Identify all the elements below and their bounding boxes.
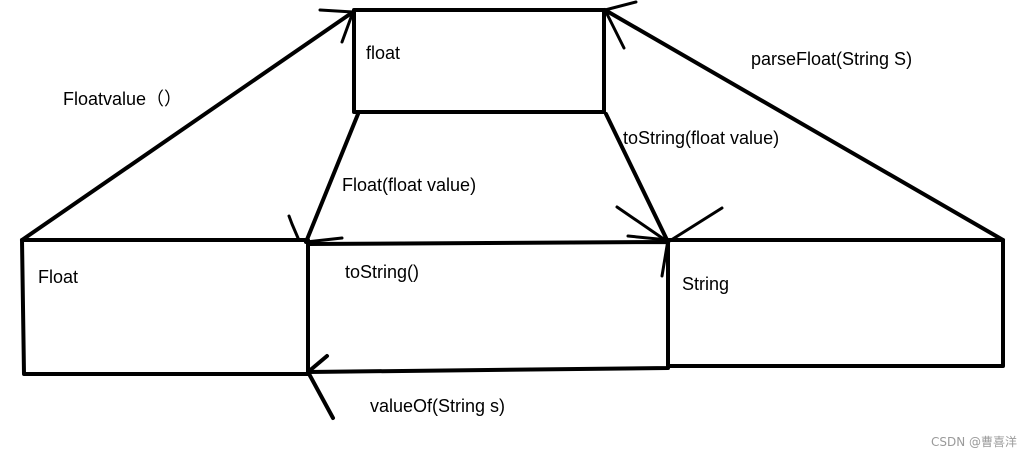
- edge-floatvalue: [20, 8, 355, 242]
- edge-value-of: [306, 354, 335, 420]
- edge-label-to-string: toString(): [345, 262, 419, 282]
- edge-parse-float: [603, 0, 1005, 242]
- edge-float-constructor: [287, 112, 360, 244]
- box-label-float-wrapper: Float: [38, 267, 78, 287]
- edge-label-float-constructor: Float(float value): [342, 175, 476, 195]
- edge-label-floatvalue: Floatvalue（）: [63, 89, 182, 109]
- box-label-string: String: [682, 274, 729, 294]
- edge-label-parse-float: parseFloat(String S): [751, 49, 912, 69]
- box-label-float-primitive: float: [366, 43, 400, 63]
- edge-label-to-string-float: toString(float value): [623, 128, 779, 148]
- edge-to-string-float: [604, 112, 724, 278]
- edge-label-value-of: valueOf(String s): [370, 396, 505, 416]
- box-float-wrapper: [20, 238, 310, 376]
- watermark: CSDN @曹喜洋: [931, 434, 1017, 449]
- box-string: [666, 238, 1005, 368]
- box-middle: [306, 240, 670, 374]
